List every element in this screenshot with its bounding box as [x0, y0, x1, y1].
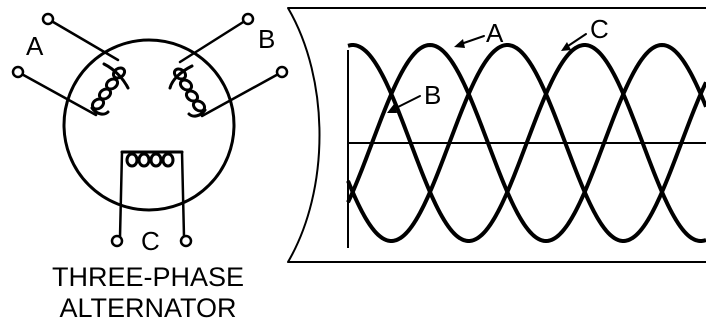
terminal-b2 [275, 65, 289, 79]
wave-b-arrow [391, 95, 421, 111]
title-line-2: ALTERNATOR [59, 293, 236, 323]
terminal-a2 [11, 65, 25, 79]
coil-c: C [110, 150, 193, 256]
wave-label-b-group: B [387, 80, 441, 113]
wave-a-arrowhead [454, 39, 465, 48]
wave-label-c-group: C [561, 14, 609, 51]
wave-b-arrowhead [387, 104, 397, 113]
coil-c-label: C [141, 226, 160, 256]
terminal-b1 [241, 12, 255, 26]
terminal-c2 [179, 234, 193, 248]
wave-c [346, 43, 706, 243]
wave-a [346, 43, 706, 243]
alternator-diagram: A B [11, 12, 289, 323]
wave-label-c: C [590, 14, 609, 44]
wave-c-arrowhead [561, 42, 571, 51]
coil-a: A [11, 12, 130, 117]
coil-a-winding [90, 62, 130, 116]
wave-b [347, 43, 706, 243]
coil-b: B [168, 12, 289, 118]
terminal-c1 [110, 234, 124, 248]
waveforms [346, 43, 706, 243]
coil-c-leads [118, 150, 186, 239]
coil-a-leads [16, 17, 120, 117]
wave-label-a-group: A [454, 18, 504, 48]
coil-b-label: B [258, 24, 275, 54]
waveform-panel: A C B [287, 7, 706, 263]
panel-frame [287, 7, 706, 263]
coil-c-winding [120, 150, 184, 168]
wave-label-a: A [486, 18, 504, 48]
stator-circle [62, 38, 236, 212]
coil-b-leads [178, 17, 284, 118]
wave-label-b: B [424, 80, 441, 110]
terminal-a1 [41, 12, 55, 26]
title-line-1: THREE-PHASE [52, 262, 244, 292]
coil-a-label: A [26, 31, 44, 61]
coil-b-winding [168, 64, 207, 118]
